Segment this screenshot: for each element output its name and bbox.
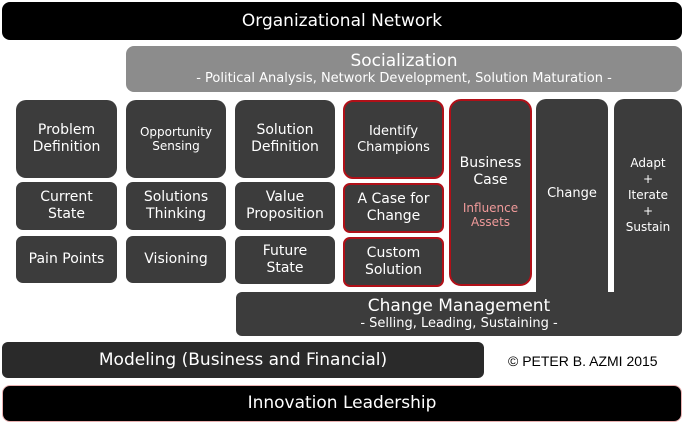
copyright-text: © PETER B. AZMI 2015 — [508, 353, 658, 369]
value-proposition-label: Value Proposition — [246, 189, 324, 222]
value-proposition-box: Value Proposition — [235, 182, 335, 230]
identify-champions-box: Identify Champions — [343, 100, 444, 179]
modeling-bar: Modeling (Business and Financial) — [2, 342, 484, 378]
change-management-bar: Change Management - Selling, Leading, Su… — [236, 292, 682, 336]
organizational-network-label: Organizational Network — [241, 10, 443, 31]
identify-champions-label: Identify Champions — [357, 123, 430, 155]
plus-text: + — [642, 204, 654, 219]
opportunity-sensing-label: Opportunity Sensing — [139, 124, 212, 153]
socialization-title: Socialization — [350, 51, 458, 71]
business-case-label: Business Case — [459, 155, 522, 189]
current-state-label: Current State — [40, 189, 93, 222]
solution-definition-box: Solution Definition — [235, 100, 335, 178]
adapt-iterate-sustain-label: Adapt + Iterate + Sustain — [626, 155, 670, 236]
visioning-box: Visioning — [126, 236, 226, 283]
current-state-box: Current State — [16, 182, 117, 230]
socialization-subtitle: - Political Analysis, Network Developmen… — [196, 71, 612, 87]
change-column: Change — [536, 99, 608, 299]
iterate-text: Iterate — [627, 187, 668, 202]
business-case-box: Business Case Influence Assets — [449, 99, 532, 286]
solutions-thinking-label: Solutions Thinking — [143, 189, 209, 222]
opportunity-sensing-box: Opportunity Sensing — [126, 100, 226, 178]
pain-points-box: Pain Points — [16, 236, 117, 283]
plus-text: + — [642, 171, 654, 186]
sustain-text: Sustain — [625, 220, 671, 235]
adapt-text: Adapt — [630, 155, 666, 170]
solutions-thinking-box: Solutions Thinking — [126, 182, 226, 230]
socialization-bar: Socialization - Political Analysis, Netw… — [126, 46, 682, 92]
change-management-title: Change Management — [367, 296, 551, 316]
case-for-change-box: A Case for Change — [343, 183, 444, 233]
pain-points-label: Pain Points — [28, 251, 105, 268]
organizational-network-bar: Organizational Network — [2, 2, 682, 40]
modeling-label: Modeling (Business and Financial) — [98, 349, 388, 370]
influence-assets-label: Influence Assets — [462, 200, 519, 230]
custom-solution-box: Custom Solution — [343, 237, 444, 287]
custom-solution-label: Custom Solution — [364, 245, 423, 278]
solution-definition-label: Solution Definition — [251, 122, 319, 155]
problem-definition-box: Problem Definition — [16, 100, 117, 178]
future-state-box: Future State — [235, 236, 335, 284]
visioning-label: Visioning — [144, 251, 208, 268]
adapt-iterate-sustain-column: Adapt + Iterate + Sustain — [614, 99, 682, 299]
innovation-leadership-bar: Innovation Leadership — [2, 385, 682, 422]
case-for-change-label: A Case for Change — [357, 191, 430, 224]
change-label: Change — [547, 186, 597, 202]
future-state-label: Future State — [262, 243, 308, 276]
problem-definition-label: Problem Definition — [32, 122, 101, 155]
innovation-leadership-label: Innovation Leadership — [247, 393, 437, 414]
change-management-subtitle: - Selling, Leading, Sustaining - — [360, 316, 558, 332]
